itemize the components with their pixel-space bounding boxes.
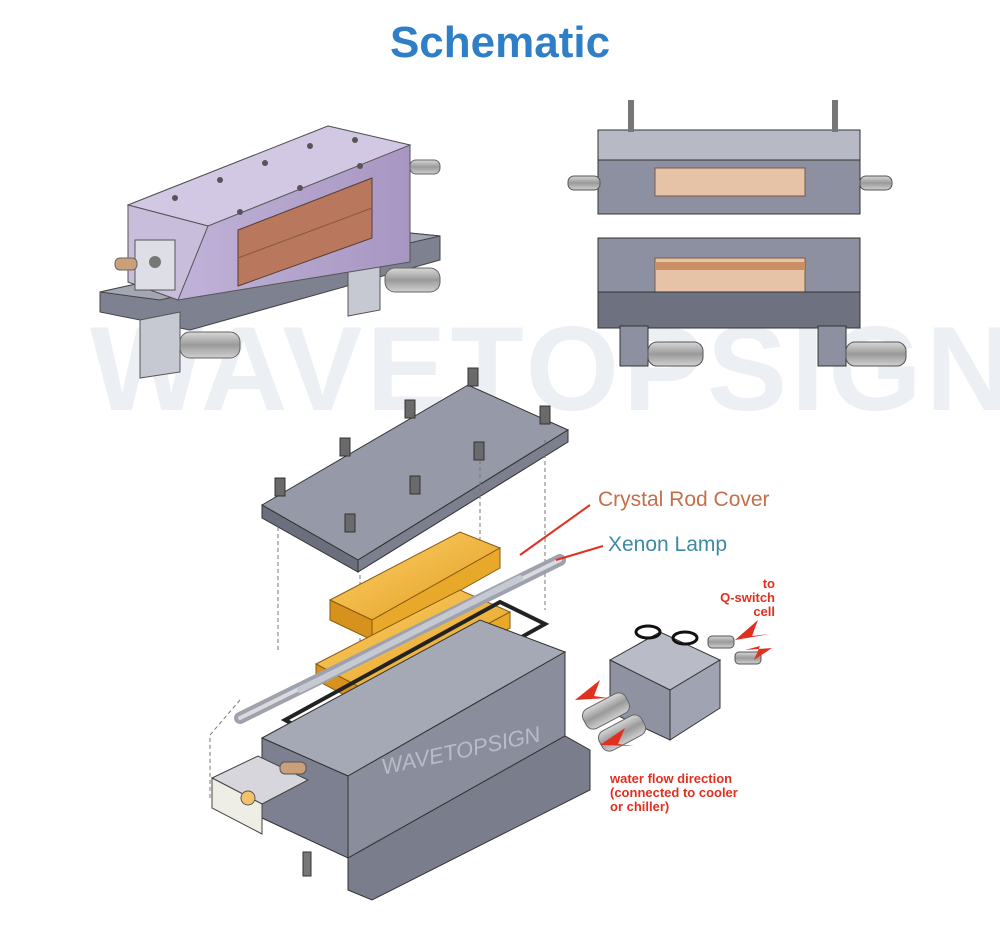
crystal-rod-cover-label: Crystal Rod Cover <box>598 488 770 511</box>
water-flow-label: water flow direction (connected to coole… <box>610 772 790 814</box>
water-flow-line-2: (connected to cooler <box>610 785 738 800</box>
page-title: Schematic <box>389 18 611 67</box>
split-housing-view <box>567 100 907 367</box>
exploded-view <box>209 367 772 901</box>
xenon-lamp-label: Xenon Lamp <box>608 533 728 556</box>
water-flow-line-1: water flow direction <box>610 771 733 786</box>
assembled-housing-view <box>99 125 441 379</box>
q-switch-line-3: cell <box>753 604 775 619</box>
q-switch-line-1: to <box>762 576 775 591</box>
q-switch-label: to Q-switch cell <box>705 577 775 619</box>
q-switch-line-2: Q-switch <box>720 590 775 605</box>
water-flow-line-3: or chiller) <box>610 799 670 814</box>
